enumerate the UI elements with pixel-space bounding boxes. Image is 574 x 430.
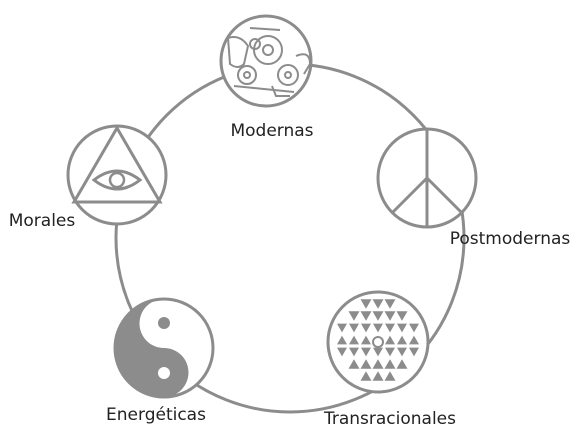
modernas-label: Modernas <box>230 121 313 141</box>
eye-triangle-icon <box>71 125 163 204</box>
transracionales-label: Transracionales <box>323 409 456 429</box>
energeticas-label: Energéticas <box>106 405 206 425</box>
node-modernas: Modernas <box>219 14 314 141</box>
morales-circle <box>66 124 168 226</box>
node-energeticas: Energéticas <box>106 297 215 425</box>
node-postmodernas: Postmodernas <box>376 127 571 249</box>
peace-sign-icon <box>390 129 464 227</box>
sri-yantra-icon <box>337 299 419 381</box>
postmodernas-label: Postmodernas <box>450 229 571 249</box>
node-morales: Morales <box>9 124 168 231</box>
node-transracionales: Transracionales <box>323 290 456 429</box>
gears-icon <box>226 27 312 97</box>
yin-yang-icon <box>115 299 189 397</box>
morales-label: Morales <box>9 211 76 231</box>
